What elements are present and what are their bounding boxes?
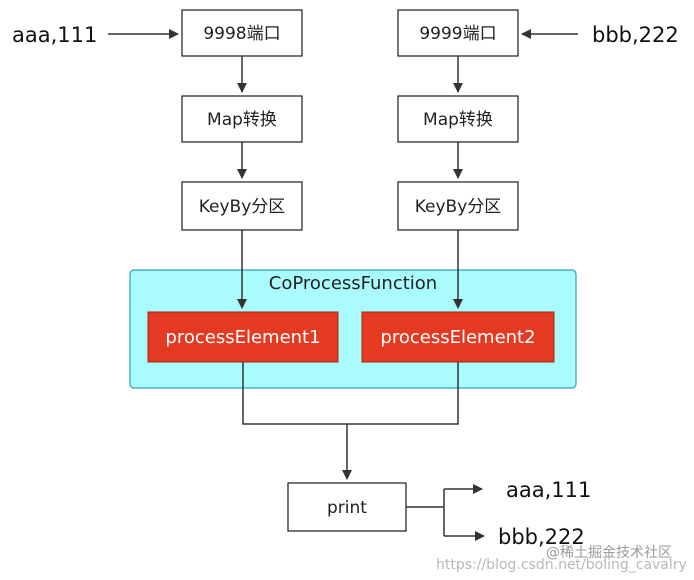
left-port-label: 9998端口 <box>203 24 280 44</box>
right-port-label: 9999端口 <box>419 24 496 44</box>
right-port-box <box>397 9 519 57</box>
left-map-box <box>181 95 303 143</box>
output-label-2: bbb,222 <box>498 525 585 549</box>
merge-connector <box>242 362 459 425</box>
watermark-url: https://blog.csdn.net/boling_cavalry <box>436 557 687 573</box>
process-element2-label: processElement2 <box>380 327 535 348</box>
left-keyby-box <box>181 181 303 231</box>
right-map-label: Map转换 <box>423 110 493 130</box>
process-element2-box <box>361 311 555 363</box>
process-element1-box <box>147 311 339 363</box>
print-box <box>287 482 407 532</box>
left-port-box <box>181 9 303 57</box>
process-element1-label: processElement1 <box>165 327 320 348</box>
right-keyby-box <box>397 181 519 231</box>
watermark-logo: @稀土掘金技术社区 <box>546 545 672 561</box>
right-input-label: bbb,222 <box>592 23 679 47</box>
left-map-label: Map转换 <box>207 110 277 130</box>
output-label-1: aaa,111 <box>506 478 591 502</box>
print-label: print <box>327 498 367 518</box>
left-input-label: aaa,111 <box>12 23 97 47</box>
right-keyby-label: KeyBy分区 <box>415 197 502 217</box>
left-keyby-label: KeyBy分区 <box>199 197 286 217</box>
right-map-box <box>397 95 519 143</box>
container-title: CoProcessFunction <box>269 273 437 294</box>
